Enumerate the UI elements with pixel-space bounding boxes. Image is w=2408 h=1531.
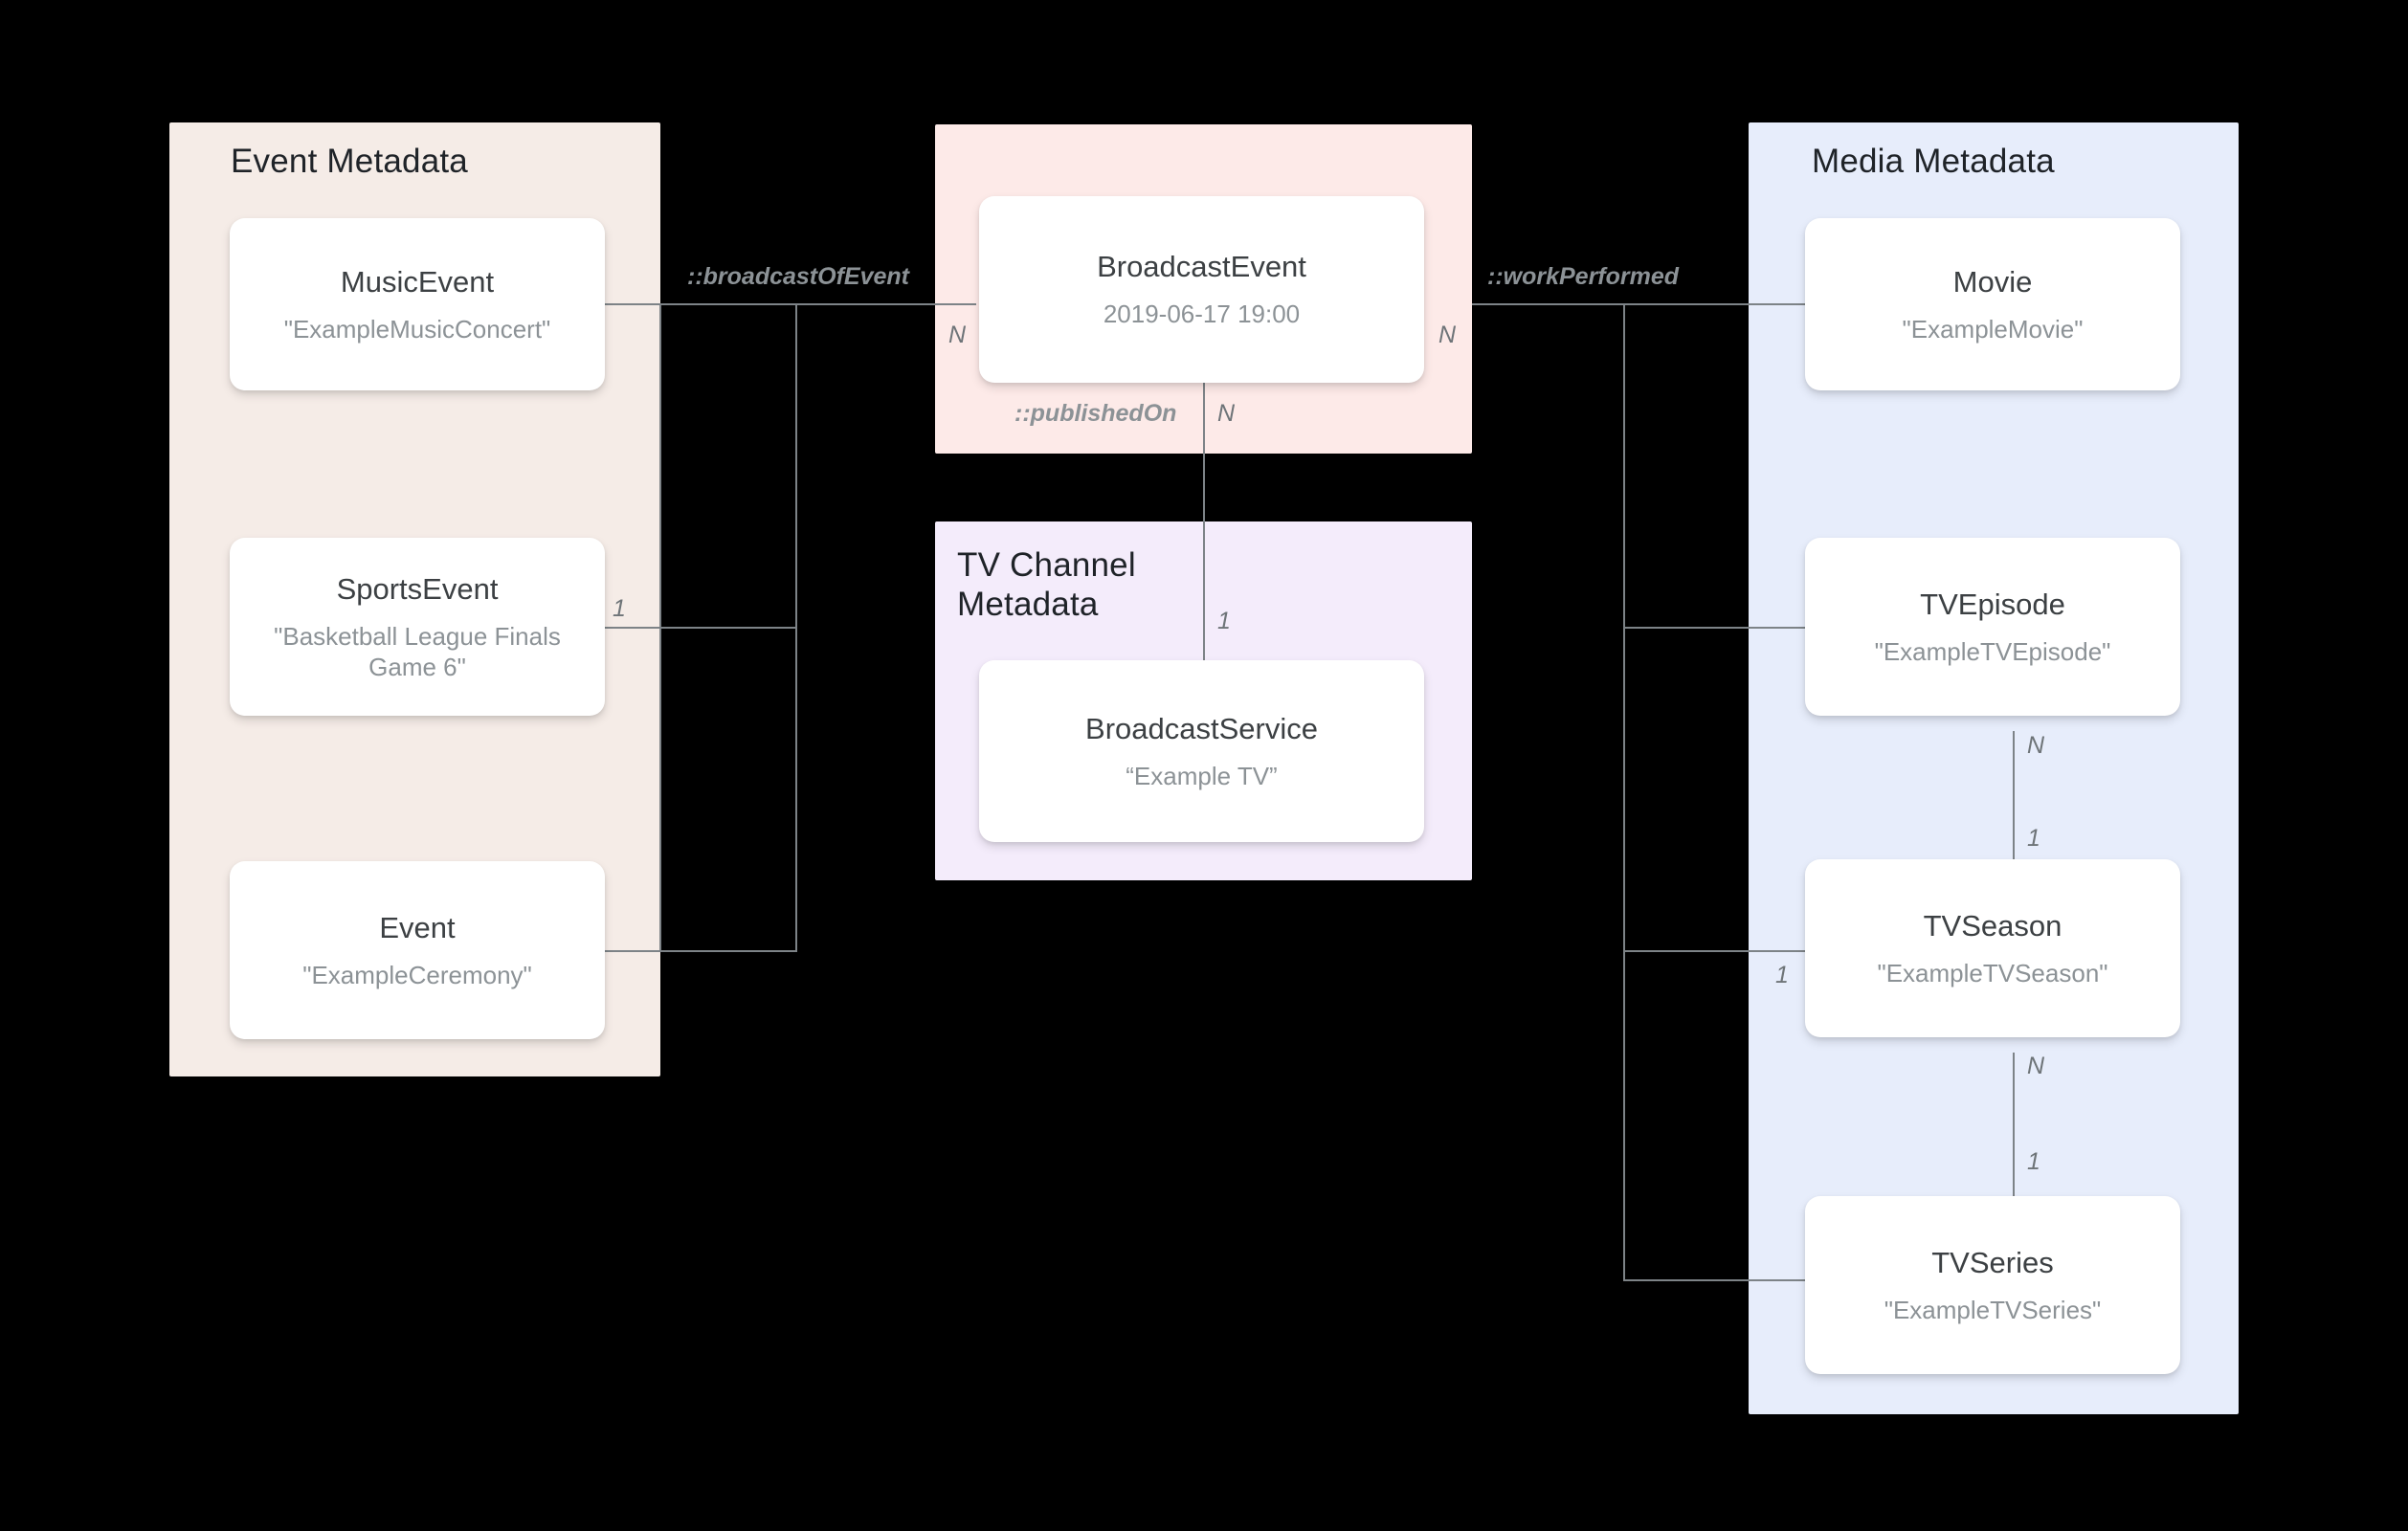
node-tv-episode[interactable]: TVEpisode "ExampleTVEpisode" <box>1805 538 2180 716</box>
panel-title-tv-channel-metadata: TV Channel Metadata <box>957 546 1136 624</box>
node-movie[interactable]: Movie "ExampleMovie" <box>1805 218 2180 390</box>
edge-media-spine <box>1623 303 1625 1280</box>
node-tv-episode-title: TVEpisode <box>1920 587 2065 621</box>
node-event-subtitle: "ExampleCeremony" <box>302 960 532 989</box>
node-broadcast-service-title: BroadcastService <box>1085 711 1318 745</box>
edge-event-group-spine <box>795 303 797 952</box>
node-tv-series-subtitle: "ExampleTVSeries" <box>1884 1295 2102 1324</box>
edge-junction-to-broadcast-event <box>660 303 976 305</box>
node-tv-season-title: TVSeason <box>1923 908 2062 943</box>
cardinality-tv-episode-bottom: N <box>2027 732 2045 759</box>
cardinality-broadcast-event-right: N <box>1438 322 1457 348</box>
node-tv-season-subtitle: "ExampleTVSeason" <box>1877 958 2108 987</box>
edge-tv-season-to-tv-series <box>2013 1053 2015 1244</box>
node-broadcast-service[interactable]: BroadcastService “Example TV” <box>979 660 1424 842</box>
edge-event-to-junction <box>597 950 797 952</box>
edge-event-panel-connector <box>659 303 661 952</box>
node-tv-episode-subtitle: "ExampleTVEpisode" <box>1874 636 2111 666</box>
cardinality-tv-season-left: 1 <box>1775 962 1789 988</box>
cardinality-tv-season-bottom: N <box>2027 1053 2045 1079</box>
node-sports-event-title: SportsEvent <box>336 571 499 606</box>
node-movie-subtitle: "ExampleMovie" <box>1902 314 2084 344</box>
cardinality-broadcast-event-bottom: N <box>1217 400 1236 427</box>
edge-published-on <box>1203 383 1205 660</box>
edge-sports-event-to-junction <box>597 627 797 629</box>
panel-title-event-metadata: Event Metadata <box>231 143 468 180</box>
edge-tv-episode-to-tv-season <box>2013 731 2015 921</box>
node-tv-series-title: TVSeries <box>1931 1245 2054 1279</box>
node-broadcast-event-subtitle: 2019-06-17 19:00 <box>1103 300 1301 329</box>
edge-media-spine-to-tv-season <box>1623 950 1805 952</box>
panel-title-media-metadata: Media Metadata <box>1812 143 2055 180</box>
edge-media-spine-to-tv-series <box>1623 1279 1805 1281</box>
node-broadcast-event[interactable]: BroadcastEvent 2019-06-17 19:00 <box>979 196 1424 383</box>
node-music-event-title: MusicEvent <box>340 264 495 299</box>
cardinality-broadcast-event-left: N <box>948 322 967 348</box>
cardinality-tv-series-top: 1 <box>2027 1148 2040 1175</box>
node-music-event-subtitle: "ExampleMusicConcert" <box>283 314 551 344</box>
edge-media-spine-to-tv-episode <box>1623 627 1805 629</box>
node-broadcast-event-title: BroadcastEvent <box>1097 250 1306 284</box>
cardinality-broadcast-service-top: 1 <box>1217 608 1231 634</box>
node-tv-season[interactable]: TVSeason "ExampleTVSeason" <box>1805 859 2180 1037</box>
node-sports-event[interactable]: SportsEvent "Basketball League Finals Ga… <box>230 538 605 716</box>
node-movie-title: Movie <box>1952 264 2033 299</box>
cardinality-sports-event-right: 1 <box>613 595 626 622</box>
node-tv-series[interactable]: TVSeries "ExampleTVSeries" <box>1805 1196 2180 1374</box>
node-broadcast-service-subtitle: “Example TV” <box>1126 761 1278 790</box>
edge-broadcast-event-to-media-spine <box>1472 303 1817 305</box>
relation-label-broadcast-of-event: ::broadcastOfEvent <box>687 263 909 290</box>
node-music-event[interactable]: MusicEvent "ExampleMusicConcert" <box>230 218 605 390</box>
relation-label-work-performed: ::workPerformed <box>1487 263 1680 290</box>
node-event-title: Event <box>379 910 456 944</box>
relation-label-published-on: ::publishedOn <box>1014 400 1177 427</box>
node-event[interactable]: Event "ExampleCeremony" <box>230 861 605 1039</box>
node-sports-event-subtitle: "Basketball League Finals Game 6" <box>274 621 561 681</box>
cardinality-tv-season-top: 1 <box>2027 825 2040 852</box>
